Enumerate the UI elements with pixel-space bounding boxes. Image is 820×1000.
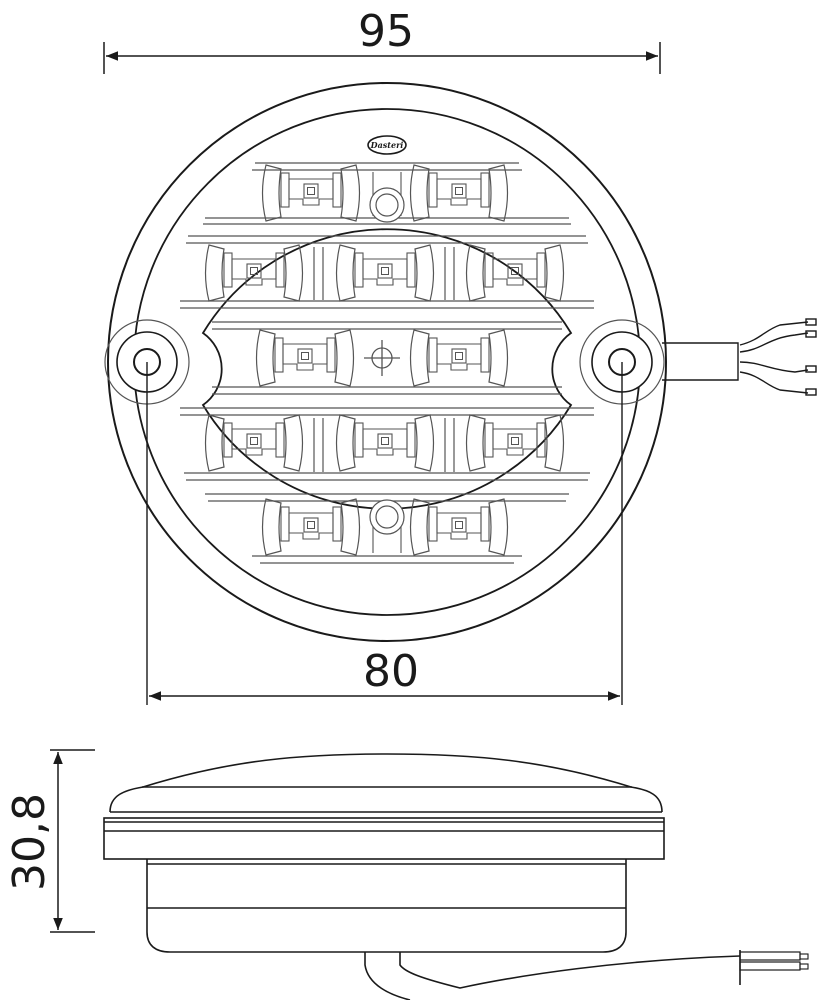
led-icon: [465, 244, 565, 302]
led-icon: [409, 329, 509, 387]
led-icon: [261, 164, 361, 222]
dimension-label-80: 80: [363, 646, 419, 697]
crosshair-icon: [364, 340, 400, 376]
led-icon: [255, 329, 355, 387]
screw-boss-icon: [369, 172, 405, 223]
led-icon: [465, 414, 565, 472]
led-row-4: [204, 414, 565, 472]
brand-badge: Dasteri: [367, 135, 407, 155]
led-icon: [261, 498, 361, 556]
dimension-label-95: 95: [358, 6, 414, 57]
led-row-2: [204, 244, 565, 302]
cable-front: [662, 318, 817, 396]
dimension-hole-spacing: 80: [149, 646, 620, 701]
lens-ribs: [180, 162, 594, 564]
led-icon: [409, 164, 509, 222]
led-row-5: [261, 498, 509, 556]
dimension-outer-diameter: 95: [103, 6, 661, 74]
dimension-label-30-8: 30,8: [4, 793, 55, 891]
led-icon: [335, 244, 435, 302]
screw-boss-icon: [369, 499, 405, 553]
led-row-3: [255, 329, 509, 387]
side-view: [103, 753, 809, 1000]
led-icon: [335, 414, 435, 472]
svg-text:Dasteri: Dasteri: [370, 140, 404, 150]
dimension-height: 30,8: [4, 749, 95, 933]
led-icon: [409, 498, 509, 556]
front-view: Dasteri: [104, 82, 817, 705]
led-row-1: [261, 164, 509, 223]
